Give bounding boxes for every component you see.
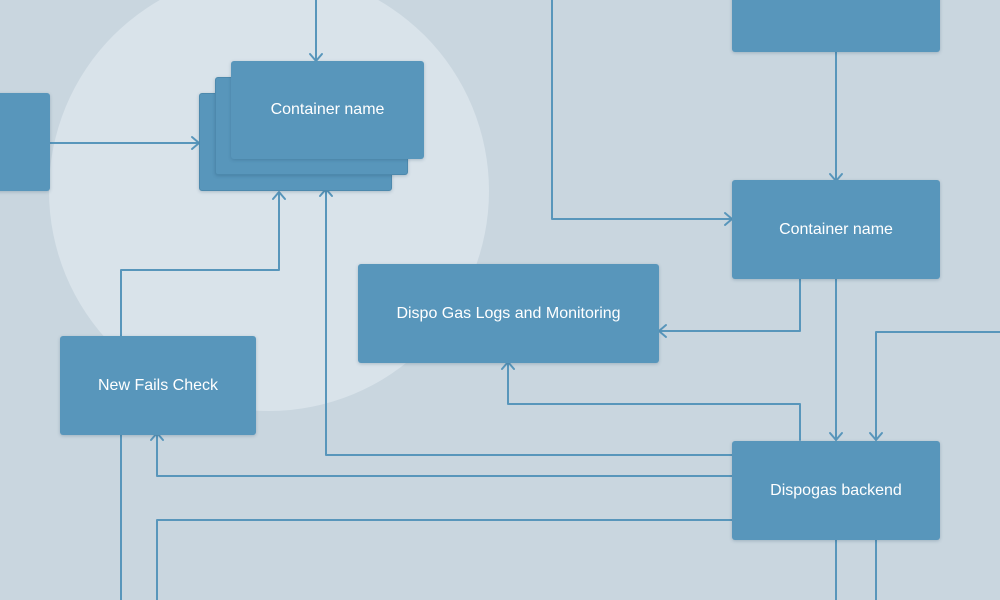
right-container-label: Container name	[779, 220, 893, 238]
fails-check-label: New Fails Check	[97, 376, 219, 394]
connector-right-to-backend	[875, 331, 1000, 441]
top-container-label: Container name	[270, 101, 385, 118]
arrowhead	[869, 432, 883, 441]
connector-backend-down-left	[156, 519, 733, 600]
fails-check-node[interactable]: New Fails Check	[60, 336, 256, 435]
right-container-node[interactable]: Container name	[732, 180, 940, 279]
top-right-node[interactable]	[732, 0, 940, 52]
left-node[interactable]	[0, 93, 50, 191]
connector-backend-to-logs	[507, 362, 801, 441]
top-container-node[interactable]: Container name	[231, 61, 424, 159]
connector-topline-to-container	[551, 0, 733, 220]
connector-backend-to-fails	[156, 433, 733, 477]
connector-fails-to-stack	[120, 192, 280, 337]
logs-monitoring-node[interactable]: Dispo Gas Logs and Monitoring	[358, 264, 659, 363]
arrowhead	[658, 324, 667, 338]
backend-label: Dispogas backend	[770, 481, 902, 499]
arrowhead	[272, 191, 286, 200]
arrowhead	[829, 432, 843, 441]
connector-container-to-logs	[658, 278, 801, 332]
backend-node[interactable]: Dispogas backend	[732, 441, 940, 540]
logs-monitoring-label: Dispo Gas Logs and Monitoring	[396, 304, 621, 322]
connector-backend-to-stack	[325, 189, 733, 456]
